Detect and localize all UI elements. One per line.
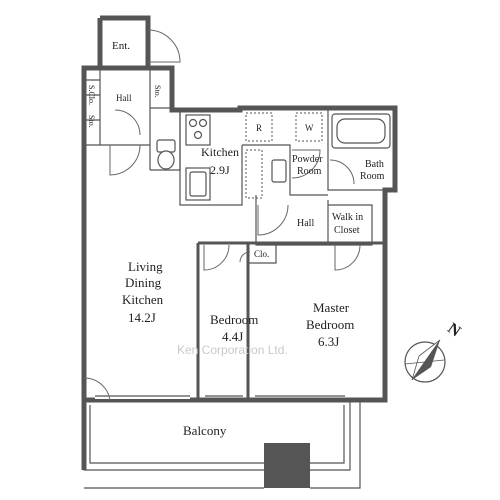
- label-ldk-1: Living: [128, 259, 163, 274]
- label-hall-mid: Hall: [297, 218, 314, 229]
- label-powder-2: Room: [297, 166, 322, 177]
- fixtures: [156, 112, 391, 201]
- label-balcony: Balcony: [183, 423, 227, 438]
- label-walkin-2: Closet: [334, 225, 360, 236]
- label-kitchen-size: 2.9J: [210, 163, 230, 177]
- label-hall-top: Hall: [116, 93, 132, 103]
- label-closet: Clo.: [254, 249, 269, 259]
- structural-column: [264, 443, 310, 488]
- toilet: [156, 139, 176, 153]
- label-ldk-2: Dining: [125, 275, 162, 290]
- stove: [185, 114, 211, 146]
- label-ldk-3: Kitchen: [122, 292, 164, 307]
- label-bedroom: Bedroom: [210, 312, 258, 327]
- label-refrigerator: R: [256, 123, 262, 133]
- refrigerator-space: [245, 112, 273, 142]
- label-kitchen: Kitchen: [201, 145, 239, 159]
- label-powder-1: Powder: [292, 154, 323, 165]
- balcony-outline: [83, 400, 361, 489]
- room-labels: Ent. Hall S.Clo. Sto. Sto. Kitchen 2.9J …: [87, 40, 385, 438]
- doors: [83, 29, 361, 401]
- label-walkin-1: Walk in: [332, 212, 363, 223]
- compass: N: [404, 320, 464, 383]
- compass-north-label: N: [444, 320, 464, 341]
- label-master-size: 6.3J: [318, 334, 339, 349]
- watermark: Ken Corporation Ltd.: [177, 343, 288, 357]
- label-bedroom-size: 4.4J: [222, 329, 243, 344]
- label-master-2: Bedroom: [306, 317, 354, 332]
- washer-space: [295, 112, 323, 142]
- label-bath-2: Room: [360, 171, 385, 182]
- interior-walls: [84, 68, 395, 402]
- windows: [95, 395, 345, 399]
- label-entrance: Ent.: [112, 40, 130, 52]
- label-ldk-size: 14.2J: [128, 310, 156, 325]
- label-washer: W: [305, 123, 314, 133]
- label-bath-1: Bath: [365, 159, 384, 170]
- label-master-1: Master: [313, 300, 350, 315]
- powder-basin: [271, 159, 287, 183]
- label-shoe-closet: S.Clo.: [87, 85, 96, 105]
- label-storage: Sto.: [153, 85, 162, 98]
- label-shoe-closet-sto: Sto.: [87, 115, 96, 128]
